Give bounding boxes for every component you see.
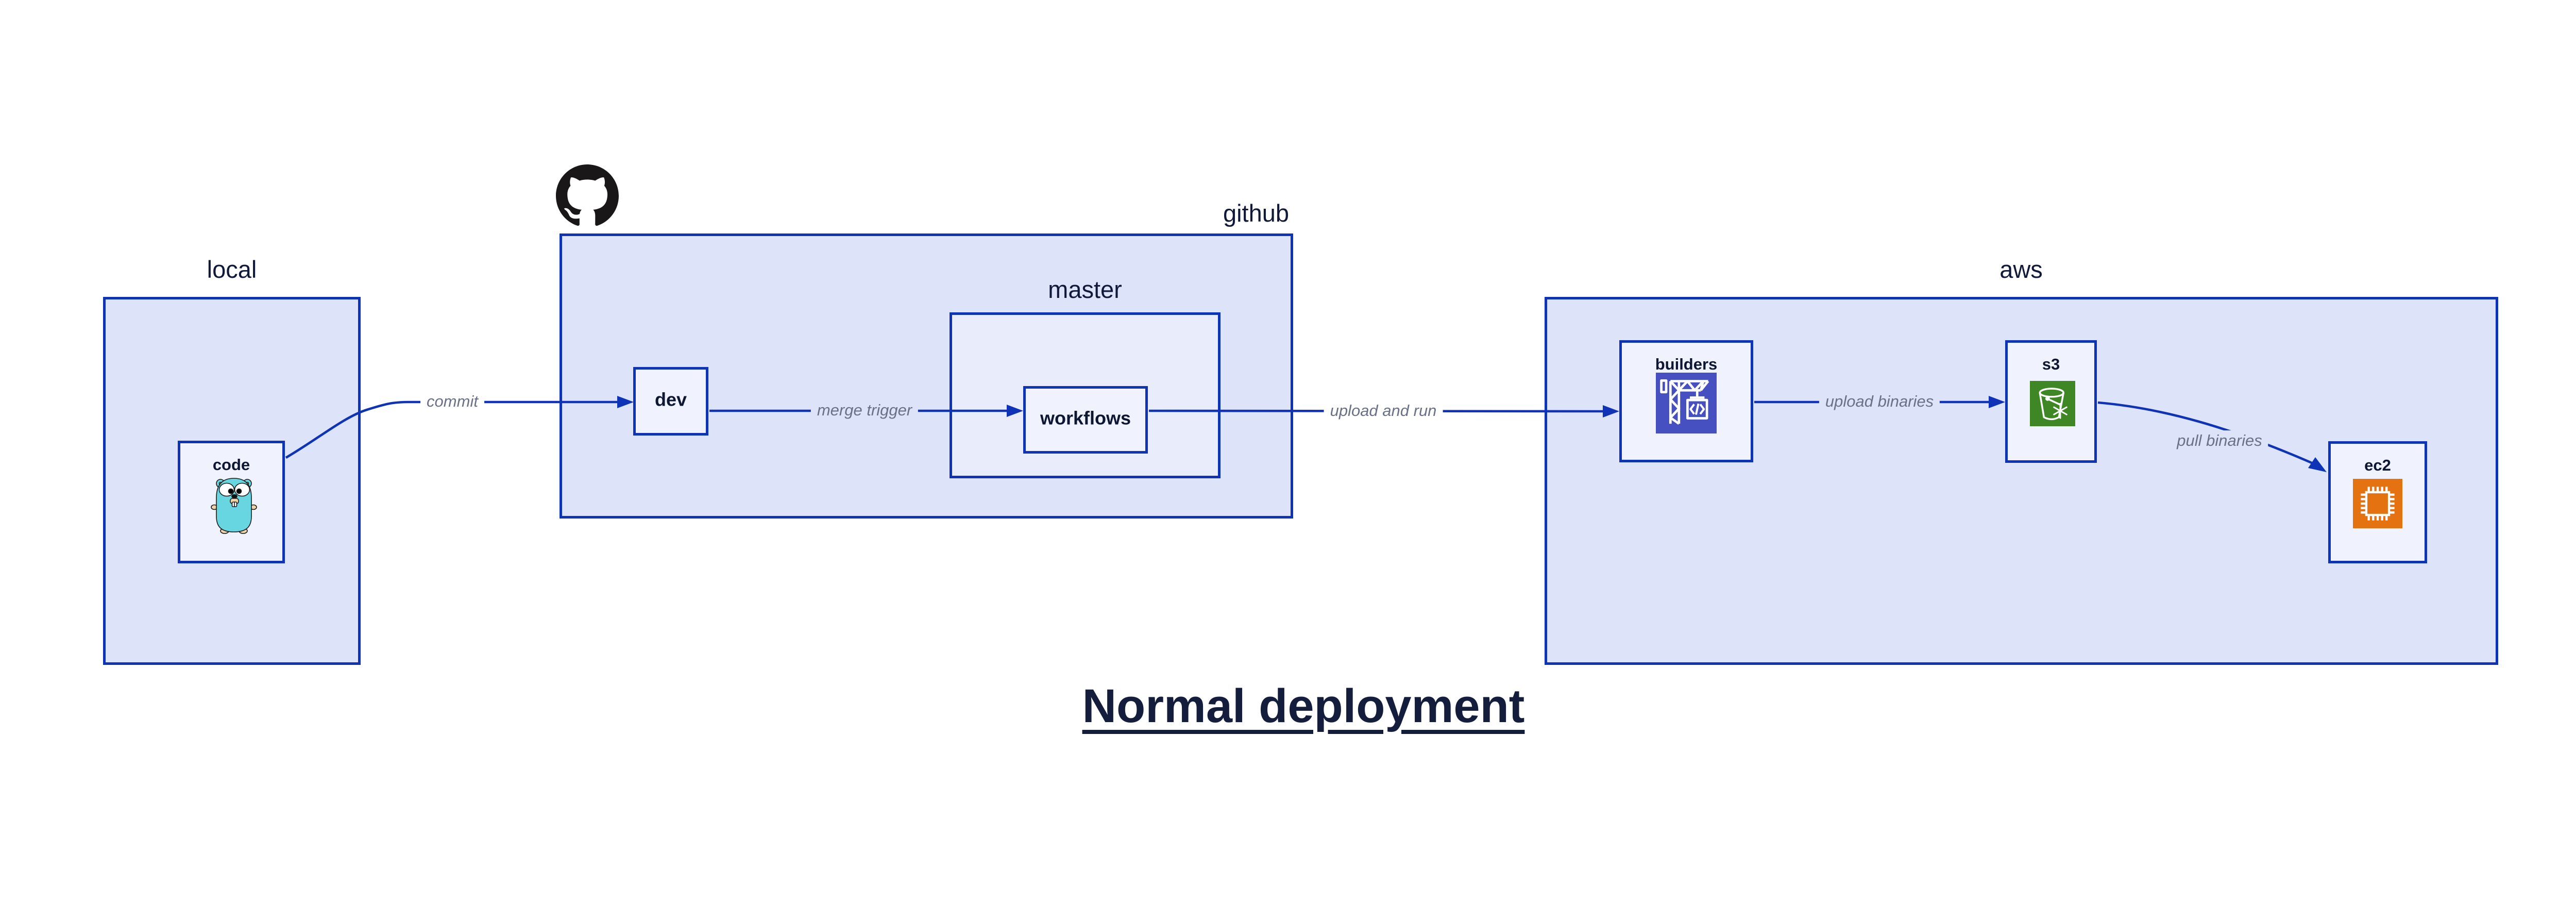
github-octocat-logo-icon — [556, 164, 619, 227]
edge-label-pull-binaries: pull binaries — [2171, 430, 2268, 451]
node-code-label: code — [212, 456, 250, 474]
ec2-chip-icon — [2353, 479, 2402, 531]
codebuild-crane-icon — [1656, 373, 1717, 436]
node-s3: s3 — [2005, 340, 2097, 463]
node-ec2: ec2 — [2328, 441, 2427, 563]
node-s3-label: s3 — [2042, 355, 2060, 373]
edge-label-merge-trigger: merge trigger — [810, 400, 919, 421]
local-container-label: local — [207, 256, 257, 283]
node-ec2-label: ec2 — [2364, 456, 2391, 474]
node-code: code — [178, 441, 285, 563]
node-dev-label: dev — [654, 389, 687, 410]
node-builders: builders — [1619, 340, 1753, 462]
master-container-label: master — [1048, 276, 1122, 303]
node-workflows: workflows — [1023, 386, 1148, 454]
aws-container-label: aws — [1999, 256, 2043, 283]
go-gopher-icon — [210, 475, 258, 538]
s3-bucket-icon — [2029, 381, 2076, 429]
node-builders-label: builders — [1655, 355, 1718, 373]
node-dev: dev — [633, 367, 708, 436]
edge-label-commit: commit — [420, 391, 484, 412]
node-workflows-label: workflows — [1040, 407, 1131, 429]
diagram-title: Normal deployment — [1082, 680, 1525, 732]
edge-label-upload-and-run: upload and run — [1324, 400, 1443, 421]
github-container-label: github — [1223, 199, 1289, 227]
edge-label-upload-binaries: upload binaries — [1819, 391, 1940, 412]
